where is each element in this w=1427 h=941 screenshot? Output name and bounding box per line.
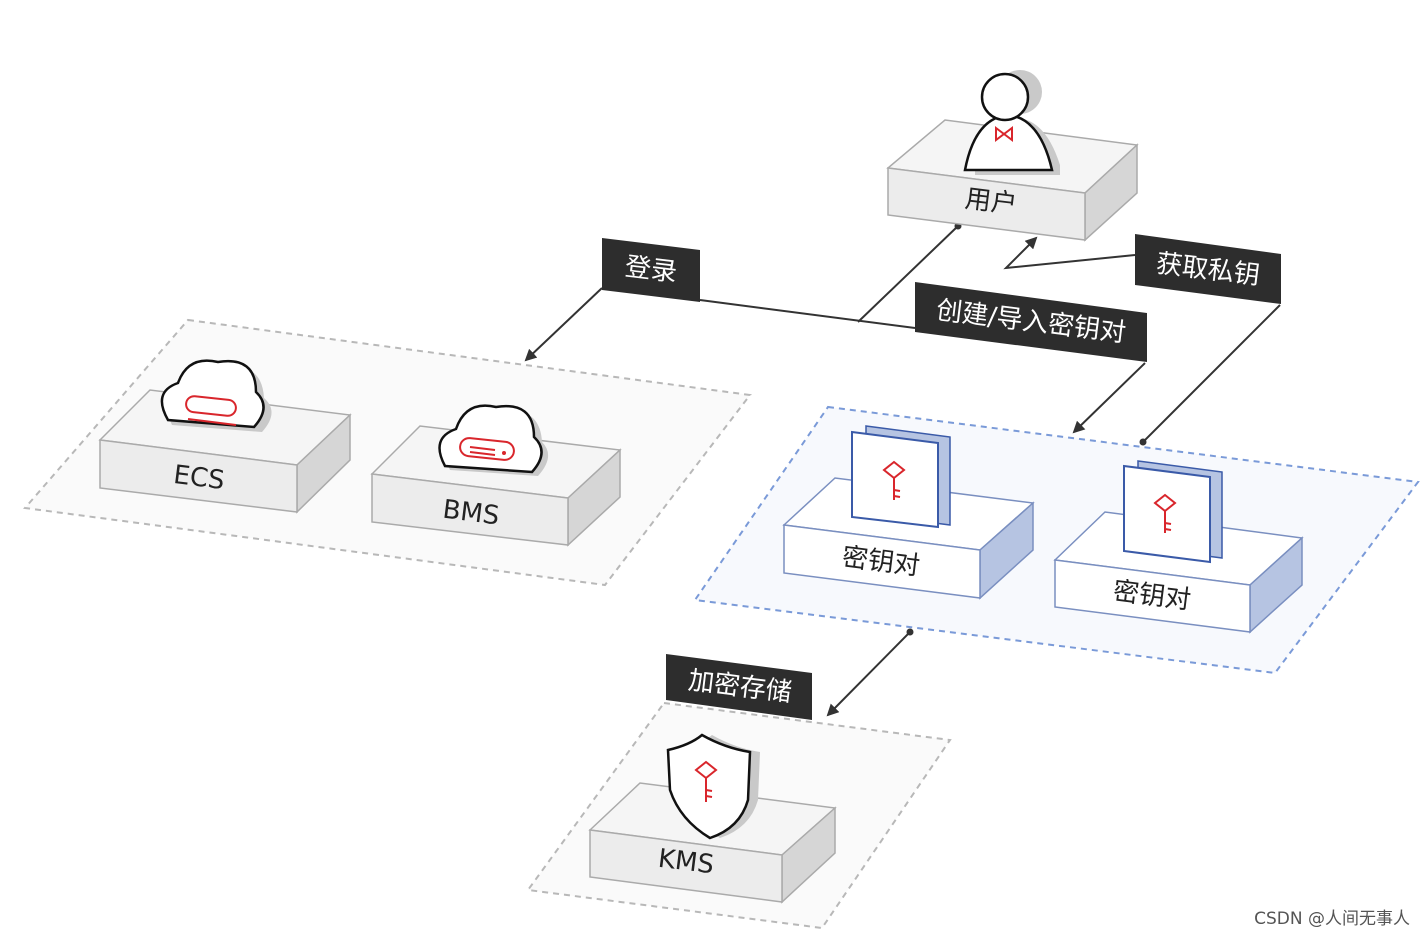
login-label: 登录 [623, 252, 678, 288]
user-label: 用户 [963, 184, 1018, 220]
create-import-tag: 创建/导入密钥对 [915, 282, 1147, 362]
arrow-to-kms-zone [826, 631, 911, 717]
keypair-node-2: 密钥对 [1053, 460, 1304, 634]
watermark: CSDN @人间无事人 [1254, 909, 1410, 929]
cloud-server-icon [438, 404, 549, 476]
user-icon [963, 70, 1060, 175]
arrow-private-key-to-user [1142, 304, 1281, 443]
arrow-to-ecs-zone [524, 287, 603, 362]
key-card-icon [851, 425, 951, 529]
get-private-key-tag: 获取私钥 [1135, 234, 1281, 304]
ecs-label: ECS [172, 460, 226, 496]
arrow-private-key-up [1003, 236, 1136, 270]
login-tag: 登录 [602, 238, 700, 302]
encrypt-store-tag: 加密存储 [666, 654, 812, 720]
kms-label: KMS [656, 844, 715, 881]
bms-node: BMS [370, 404, 622, 547]
arrow-to-keypair-zone [1072, 362, 1146, 434]
line-user-to-junction [857, 225, 959, 323]
key-card-icon [1123, 460, 1223, 564]
shield-key-icon [666, 733, 760, 840]
ecs-node: ECS [98, 359, 352, 514]
cloud-server-icon [160, 359, 272, 432]
kms-node: KMS [588, 733, 837, 904]
line-login-to-create [699, 299, 916, 329]
user-node: 用户 [886, 70, 1139, 242]
keypair-node-1: 密钥对 [782, 425, 1035, 600]
bms-label: BMS [441, 495, 501, 532]
